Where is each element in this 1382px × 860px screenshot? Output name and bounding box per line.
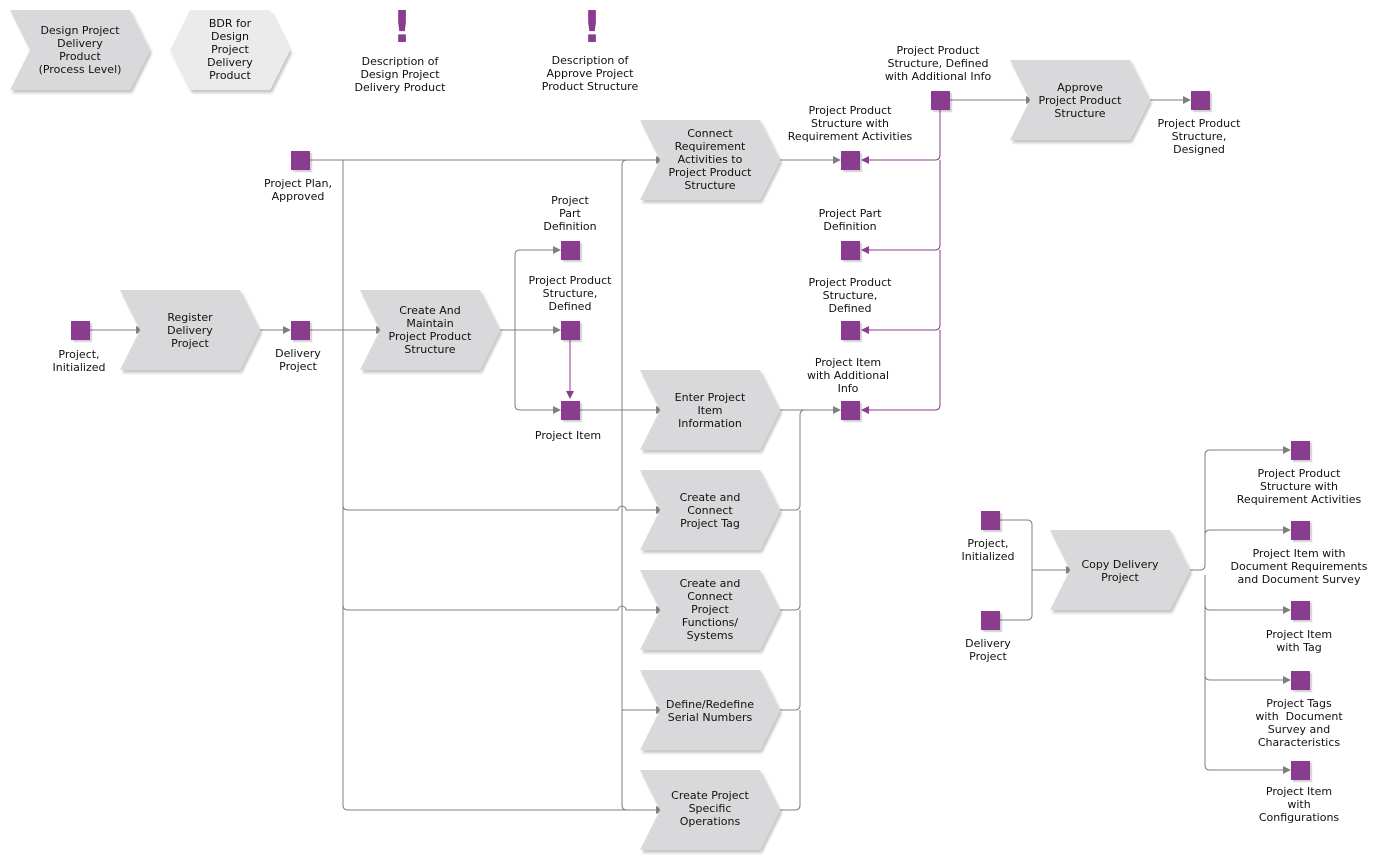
copy-function-label[interactable]: Copy Delivery Project — [1081, 558, 1159, 584]
pps-additional-label: Project Product Structure, Defined with … — [884, 44, 992, 83]
object-item-additional[interactable] — [841, 401, 860, 420]
approve-function-shape — [1010, 60, 1150, 140]
object-copy-delivery-project[interactable] — [981, 611, 1000, 630]
pps-designed-label: Project Product Structure, Designed — [1157, 117, 1241, 156]
approve-function-label[interactable]: Approve Project Product Structure — [1038, 81, 1122, 120]
create-maintain-function-shape — [360, 290, 500, 370]
object-pps-additional[interactable] — [931, 91, 950, 110]
object-out-item-docs[interactable] — [1291, 521, 1310, 540]
desc-design-label[interactable]: Description of Design Project Delivery P… — [354, 55, 446, 94]
highlight-connector-lines — [566, 110, 941, 414]
copy-delivery-project-label: Delivery Project — [965, 637, 1011, 663]
connector-lines — [90, 96, 1291, 814]
object-part-definition-left[interactable] — [561, 241, 580, 260]
delivery-project-label: Delivery Project — [275, 347, 321, 373]
operations-function-label[interactable]: Create Project Specific Operations — [671, 789, 749, 828]
bdr-shape — [170, 10, 290, 90]
part-definition-right-label: Project Part Definition — [818, 207, 882, 233]
out-item-config-label: Project Item with Configurations — [1258, 785, 1340, 824]
serial-function-label[interactable]: Define/Redefine Serial Numbers — [666, 698, 754, 724]
register-function-label[interactable]: Register Delivery Project — [167, 311, 213, 350]
create-tag-function-shape — [640, 470, 780, 550]
bdr-label[interactable]: BDR for Design Project Delivery Product — [207, 17, 253, 82]
connect-req-function-label[interactable]: Connect Requirement Activities to Projec… — [668, 127, 752, 192]
copy-project-initialized-label: Project, Initialized — [961, 537, 1015, 563]
part-definition-left-label: Project Part Definition — [543, 194, 597, 233]
function-shapes — [120, 60, 1190, 850]
object-part-definition-right[interactable] — [841, 241, 860, 260]
exclamation-icon: ! — [392, 2, 413, 53]
object-pps-defined-right[interactable] — [841, 321, 860, 340]
object-pps-defined-left[interactable] — [561, 321, 580, 340]
out-item-docs-label: Project Item with Document Requirements … — [1230, 547, 1368, 586]
process-level-label[interactable]: Design Project Delivery Product (Process… — [38, 24, 122, 76]
pps-req-top-label: Project Product Structure with Requireme… — [787, 104, 913, 143]
object-delivery-project[interactable] — [291, 321, 310, 340]
enter-item-function-shape — [640, 370, 780, 450]
object-project-initialized[interactable] — [71, 321, 90, 340]
pps-defined-left-label: Project Product Structure, Defined — [528, 274, 612, 313]
create-tag-function-label[interactable]: Create and Connect Project Tag — [679, 491, 741, 530]
object-pps-req-top[interactable] — [841, 151, 860, 170]
object-out-tags-docs[interactable] — [1291, 671, 1310, 690]
project-initialized-label: Project, Initialized — [52, 348, 106, 374]
legend-shapes — [10, 10, 290, 90]
desc-approve-label[interactable]: Description of Approve Project Product S… — [541, 54, 639, 93]
object-plan-approved[interactable] — [291, 151, 310, 170]
object-copy-project-initialized[interactable] — [981, 511, 1000, 530]
out-tags-docs-label: Project Tags with Document Survey and Ch… — [1255, 697, 1343, 749]
create-maintain-function-label[interactable]: Create And Maintain Project Product Stru… — [388, 304, 472, 356]
process-level-shape — [10, 10, 150, 90]
object-out-item-config[interactable] — [1291, 761, 1310, 780]
object-out-item-tag[interactable] — [1291, 601, 1310, 620]
item-additional-label: Project Item with Additional Info — [806, 356, 890, 395]
operations-function-shape — [640, 770, 780, 850]
connect-req-function-shape — [640, 120, 780, 200]
register-function-shape — [120, 290, 260, 370]
object-project-item[interactable] — [561, 401, 580, 420]
out-pps-req-label: Project Product Structure with Requireme… — [1236, 467, 1362, 506]
pps-defined-right-label: Project Product Structure, Defined — [808, 276, 892, 315]
out-item-tag-label: Project Item with Tag — [1265, 628, 1333, 654]
project-item-label: Project Item — [534, 429, 602, 442]
enter-item-function-label[interactable]: Enter Project Item Information — [674, 391, 746, 430]
object-out-pps-req[interactable] — [1291, 441, 1310, 460]
create-functions-function-label[interactable]: Create and Connect Project Functions/ Sy… — [679, 577, 741, 642]
copy-function-shape — [1050, 530, 1190, 610]
exclamation-icon: ! — [582, 2, 603, 53]
create-functions-function-shape — [640, 570, 780, 650]
plan-approved-label: Project Plan, Approved — [263, 177, 333, 203]
object-pps-designed[interactable] — [1191, 91, 1210, 110]
serial-function-shape — [640, 670, 780, 750]
